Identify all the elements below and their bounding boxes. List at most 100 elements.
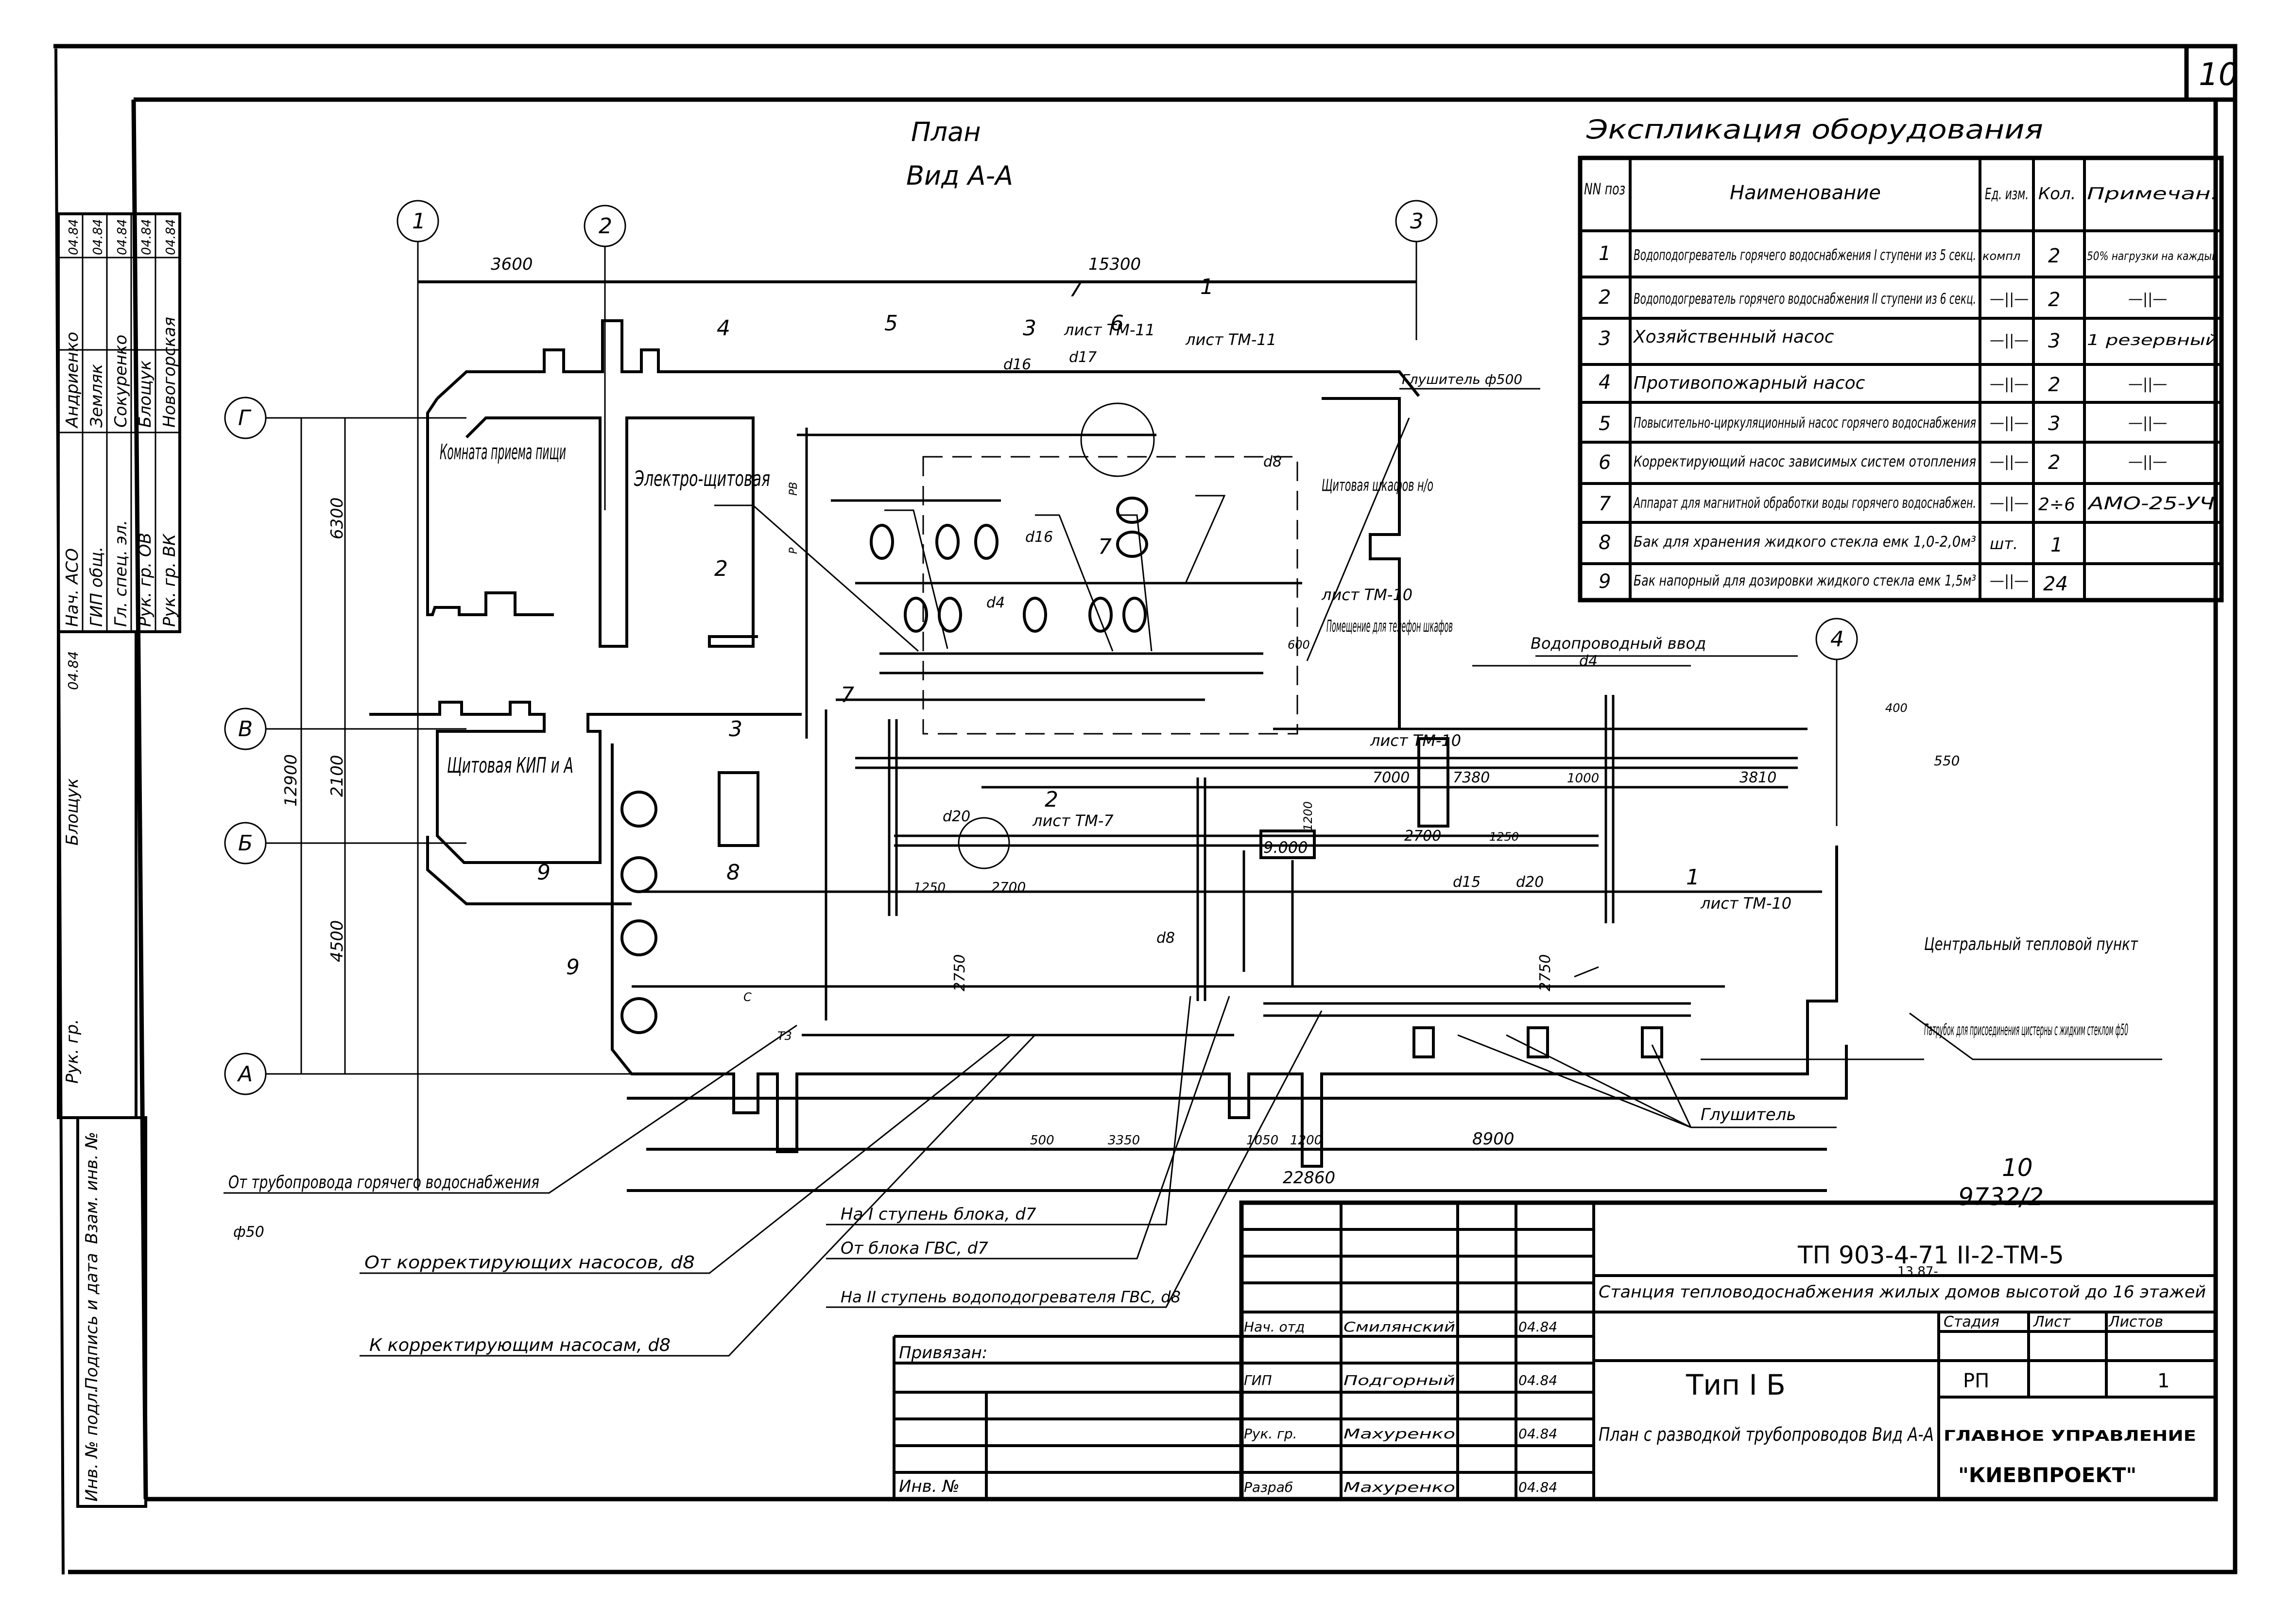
- dimension: 2100: [327, 755, 347, 797]
- approval-role: Рук. гр. ОВ: [136, 533, 155, 627]
- sheet-number: 10: [2199, 57, 2238, 93]
- signature-date: 04.84: [1518, 1426, 1557, 1442]
- pipe-label: d17: [1069, 349, 1097, 366]
- archive-cell: Взам. инв. №: [82, 1132, 102, 1244]
- row-qty: 3: [2048, 413, 2060, 435]
- dimension: 22860: [1283, 1168, 1335, 1188]
- dimension: 550: [1934, 753, 1960, 769]
- archive-cell: Подпись и дата: [82, 1253, 102, 1390]
- approval-date: 04.84: [67, 219, 81, 255]
- row-name: Корректирующий насос зависимых систем от…: [1634, 453, 1976, 470]
- row-pos: 2: [1599, 286, 1611, 309]
- row-name: Хозяйственный насос: [1633, 327, 1834, 347]
- elevation-mark: 9.000: [1263, 838, 1308, 857]
- lower-row-label: Рук. гр.: [63, 1019, 82, 1084]
- room-labels: Комната приема пищи Электро-щитовая Щито…: [440, 440, 1453, 778]
- row-name: Водоподогреватель горячего водоснабжения…: [1634, 247, 1976, 264]
- leader-lines: [224, 388, 2162, 1357]
- approval-date: 04.84: [91, 219, 105, 255]
- dimension: 1200: [1301, 801, 1315, 831]
- room-label: Щитовая КИП и А: [447, 753, 573, 778]
- sheet-ref: лист ТМ-11: [1185, 330, 1276, 349]
- row-unit: —||—: [1990, 572, 2029, 589]
- room-label: Электро-щитовая: [634, 466, 770, 491]
- table-row: 8 Бак для хранения жидкого стекла емк 1,…: [1599, 532, 2063, 556]
- archive-code: 10: [2002, 1154, 2033, 1182]
- equipment-table-header: NN поз Наименование Ед. изм. Кол. Примеч…: [1584, 180, 2218, 204]
- table-row: 5 Повысительно-циркуляционный насос горя…: [1599, 413, 2167, 435]
- signature-date: 04.84: [1518, 1479, 1557, 1495]
- row-qty: 2: [2048, 374, 2060, 396]
- equipment-table-grid: [1578, 155, 2224, 603]
- dimension: 400: [1885, 701, 1908, 715]
- callout-from-hot-water: От трубопровода горячего водоснабжения: [228, 1173, 539, 1192]
- dimension: 7000: [1373, 769, 1410, 786]
- row-unit: шт.: [1990, 535, 2018, 553]
- row-pos: 8: [1599, 532, 1611, 554]
- axis-label: 3: [1410, 209, 1424, 234]
- axis-label: 4: [1830, 627, 1844, 652]
- signature-name: Смилянский: [1343, 1319, 1455, 1335]
- pipe-labels: d16 d17 d16 d8 d4 d4 d20 d15 d20 d8 РВ Р…: [743, 349, 1598, 1043]
- table-row: 4 Противопожарный насос —||— 2 —||—: [1599, 371, 2167, 396]
- approval-name: Земляк: [87, 363, 106, 428]
- pipe-label: d20: [1516, 874, 1544, 891]
- approval-date: 04.84: [115, 219, 130, 255]
- row-unit: —||—: [1990, 291, 2029, 308]
- pipe-label: РВ: [788, 482, 800, 496]
- approval-role: ГИП общ.: [87, 547, 106, 627]
- row-unit: —||—: [1990, 332, 2029, 349]
- row-name: Водоподогреватель горячего водоснабжения…: [1634, 291, 1976, 308]
- row-name: Бак напорный для дозировки жидкого стекл…: [1634, 572, 1976, 589]
- pipe-label: d8: [1263, 453, 1282, 470]
- dimension: 600: [1288, 638, 1310, 652]
- callout-from-block: От блока ГВС, d7: [841, 1239, 988, 1258]
- row-unit: —||—: [1990, 495, 2029, 512]
- row-unit: —||—: [1990, 376, 2029, 393]
- position-mark: 5: [884, 311, 898, 336]
- side-stamp: [57, 212, 181, 1508]
- stage-header: Стадия: [1944, 1313, 1999, 1330]
- type-label: Тип I Б: [1686, 1368, 1786, 1401]
- sheet-ref: лист ТМ-10: [1370, 731, 1461, 750]
- approval-name: Андриенко: [63, 332, 82, 429]
- attached-label: Привязан:: [899, 1343, 987, 1363]
- date-cell: 04.84: [65, 651, 81, 690]
- row-name: Повысительно-циркуляционный насос горяче…: [1634, 415, 1976, 432]
- dimension: 2750: [951, 954, 968, 991]
- row-note: —||—: [2128, 453, 2167, 470]
- axis-label: Б: [238, 831, 253, 856]
- piping-schematic: [632, 428, 1822, 1037]
- approval-name: Новогорская: [160, 317, 179, 428]
- row-pos: 3: [1599, 328, 1611, 350]
- row-name: Аппарат для магнитной обработки воды гор…: [1633, 495, 1976, 512]
- header-pos: NN поз: [1584, 180, 1625, 198]
- row-note: 50% нагрузки на каждый: [2087, 249, 2218, 263]
- row-qty: 2: [2048, 289, 2060, 311]
- sheet-ref: лист ТМ-11: [1064, 321, 1155, 339]
- lower-row-label: Блощук: [63, 778, 82, 846]
- row-qty: 2: [2048, 451, 2060, 474]
- position-mark: 9: [566, 955, 580, 980]
- header-note: Примечан.: [2087, 184, 2218, 204]
- room-label: Комната приема пищи: [440, 440, 566, 465]
- sheet-ref: лист ТМ-10: [1700, 894, 1791, 913]
- header-unit: Ед. изм.: [1985, 185, 2029, 203]
- dimension: 3600: [491, 255, 533, 274]
- row-unit: —||—: [1990, 415, 2029, 432]
- row-pos: 5: [1599, 413, 1611, 435]
- dimension: 6300: [327, 497, 347, 539]
- pipe-label: d4: [986, 594, 1005, 611]
- pipe-label: d8: [1156, 930, 1175, 947]
- axis-label: 2: [599, 214, 612, 239]
- callout-to-correcting: К корректирующим насосам, d8: [369, 1335, 671, 1355]
- position-mark: 4: [717, 316, 730, 341]
- approval-date: 04.84: [139, 219, 154, 255]
- row-note: 1 резервный: [2087, 332, 2218, 349]
- plan-title: План: [911, 117, 981, 147]
- pump-symbols: [620, 402, 1663, 1058]
- callout-to-stage2: На II ступень водоподогревателя ГВС, d8: [841, 1288, 1181, 1306]
- section-mark: 3: [729, 717, 742, 742]
- position-mark: 3: [1023, 316, 1036, 341]
- callout-from-hot-water-dia: ф50: [233, 1224, 264, 1241]
